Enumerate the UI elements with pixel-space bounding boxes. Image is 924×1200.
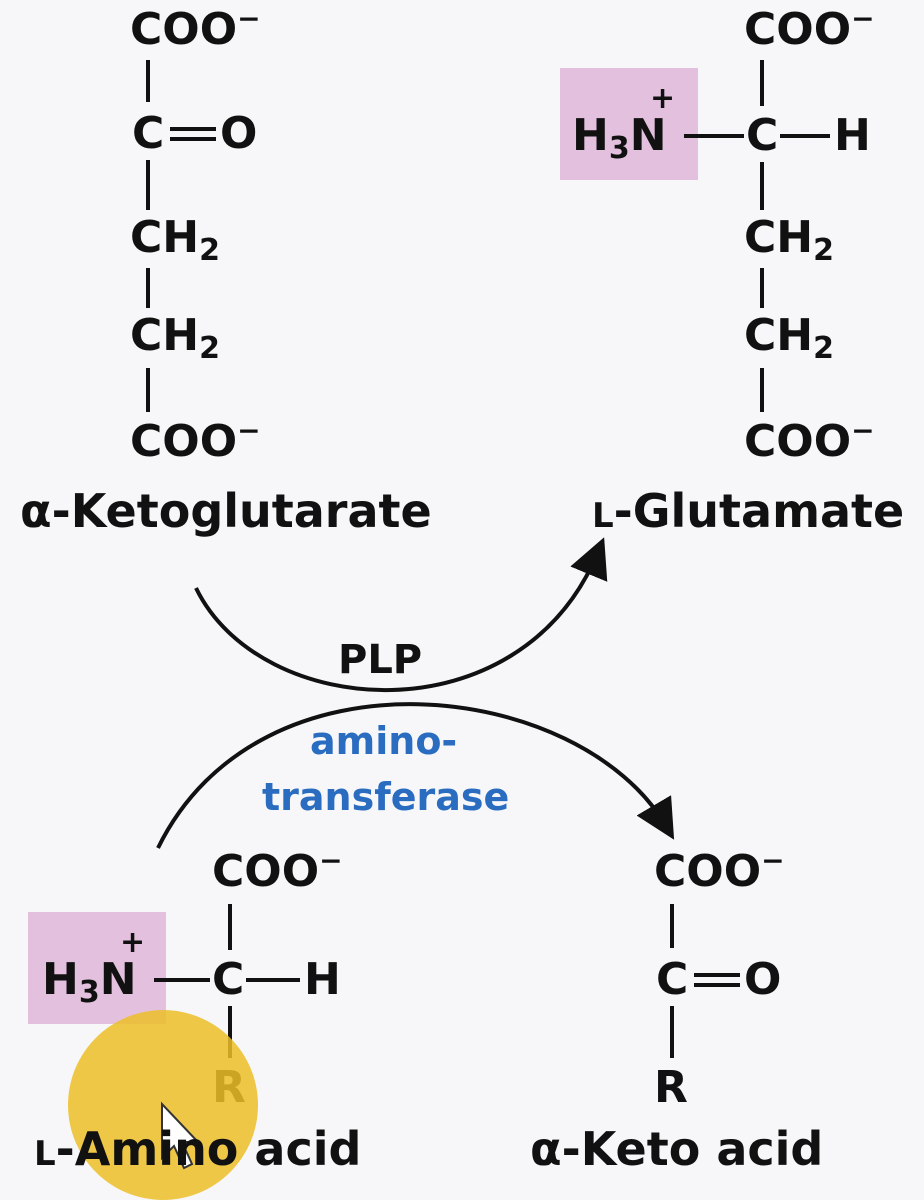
alpha-carbon: C [746, 110, 779, 161]
bond [228, 904, 232, 950]
positive-charge: + [650, 81, 676, 116]
side-chain-r: R [654, 1062, 688, 1113]
bond [780, 134, 830, 138]
methylene-1: CH2 [130, 212, 220, 268]
carboxylate-top: COO− [130, 2, 261, 55]
l-glutamate-label: L-Glutamate [592, 484, 905, 538]
hydrogen: H [834, 110, 871, 161]
bond [146, 160, 150, 210]
double-bond [170, 127, 216, 141]
bond [670, 1006, 674, 1058]
carboxylate-top: COO− [654, 844, 785, 897]
carboxylate-bottom: COO− [744, 414, 875, 467]
alpha-ketoglutarate-label: α-Ketoglutarate [20, 484, 432, 538]
bond [228, 1006, 232, 1058]
hydrogen: H [304, 954, 341, 1005]
methylene-1: CH2 [744, 212, 834, 268]
enzyme-label-line1: amino- [310, 719, 458, 763]
alpha-carbon: C [212, 954, 245, 1005]
double-bond [694, 973, 740, 987]
bond [760, 162, 764, 210]
bond [146, 268, 150, 308]
alpha-keto-acid-label: α-Keto acid [530, 1122, 824, 1176]
positive-charge: + [120, 925, 146, 960]
bond [760, 268, 764, 308]
ammonium-group: H3N [572, 110, 667, 166]
bond [246, 978, 300, 982]
keto-oxygen: O [220, 108, 258, 159]
enzyme-label-line2: transferase [262, 775, 510, 819]
amino-group-highlight [28, 912, 166, 1024]
arrow-ketoglutarate-to-glutamate [194, 537, 608, 693]
l-amino-acid-label: L-Amino acid [34, 1122, 362, 1176]
bond [154, 978, 210, 982]
bond [146, 60, 150, 102]
keto-oxygen: O [744, 954, 782, 1005]
amino-group-highlight [560, 68, 698, 180]
bond [760, 60, 764, 106]
keto-carbon: C [656, 954, 689, 1005]
methylene-2: CH2 [744, 310, 834, 366]
bond [760, 368, 764, 412]
carboxylate-bottom: COO− [130, 414, 261, 467]
bond [684, 134, 744, 138]
methylene-2: CH2 [130, 310, 220, 366]
cofactor-plp: PLP [338, 637, 423, 683]
carboxylate-top: COO− [744, 2, 875, 55]
carboxylate-top: COO− [212, 844, 343, 897]
keto-carbon: C [132, 108, 165, 159]
ammonium-group: H3N [42, 954, 137, 1010]
bond [670, 904, 674, 948]
bond [146, 368, 150, 412]
arrow-amino-acid-to-keto-acid [156, 702, 675, 849]
